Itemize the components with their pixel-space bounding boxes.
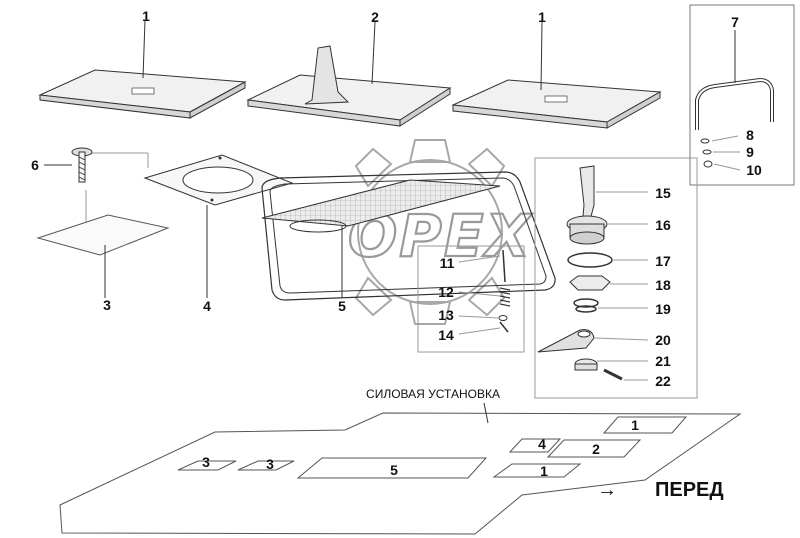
hatch-frame	[261, 171, 556, 301]
callout-6: 6	[31, 157, 39, 173]
callout-18: 18	[655, 277, 671, 293]
callout-16: 16	[655, 217, 671, 233]
watermark: OPEX	[347, 139, 533, 325]
callout-8: 8	[746, 127, 754, 143]
floor-mat-1-left	[38, 19, 247, 119]
callout-22: 22	[655, 373, 671, 389]
callout-20: 20	[655, 332, 671, 348]
latch-parts-box	[417, 245, 525, 353]
callout-15: 15	[655, 185, 671, 201]
callout-1: 1	[538, 9, 546, 25]
callout-21: 21	[655, 353, 671, 369]
floor-mat-2	[246, 21, 452, 127]
plan-cell-3: 3	[202, 454, 210, 470]
callout-2: 2	[371, 9, 379, 25]
direction-label: ПЕРЕД	[655, 479, 724, 501]
callout-5: 5	[338, 298, 346, 314]
callout-10: 10	[746, 162, 762, 178]
floor-mat-1-right	[451, 21, 662, 129]
screw-and-pad	[36, 147, 170, 298]
callout-4: 4	[203, 298, 211, 314]
lock-parts-box	[534, 157, 698, 399]
callout-14: 14	[438, 327, 454, 343]
arrow-right-icon: →	[597, 479, 617, 501]
plan-cell-1: 1	[631, 417, 639, 433]
plan-cell-5: 5	[390, 462, 398, 478]
gear-icon	[354, 139, 506, 325]
plan-cell-4: 4	[538, 436, 546, 452]
callout-9: 9	[746, 144, 754, 160]
handle-assembly-box	[689, 4, 795, 186]
callout-13: 13	[438, 307, 454, 323]
plan-title: СИЛОВАЯ УСТАНОВКА	[366, 387, 500, 401]
callout-3: 3	[103, 297, 111, 313]
callout-17: 17	[655, 253, 671, 269]
plan-cell-3: 3	[266, 456, 274, 472]
callout-11: 11	[440, 255, 455, 271]
callout-19: 19	[655, 301, 671, 317]
callout-7: 7	[731, 14, 739, 30]
plan-cell-1: 1	[540, 463, 548, 479]
gasket	[143, 154, 294, 298]
floor-layout-plan	[59, 402, 742, 535]
plan-cell-2: 2	[592, 441, 600, 457]
callout-1: 1	[142, 8, 150, 24]
callout-12: 12	[438, 284, 454, 300]
